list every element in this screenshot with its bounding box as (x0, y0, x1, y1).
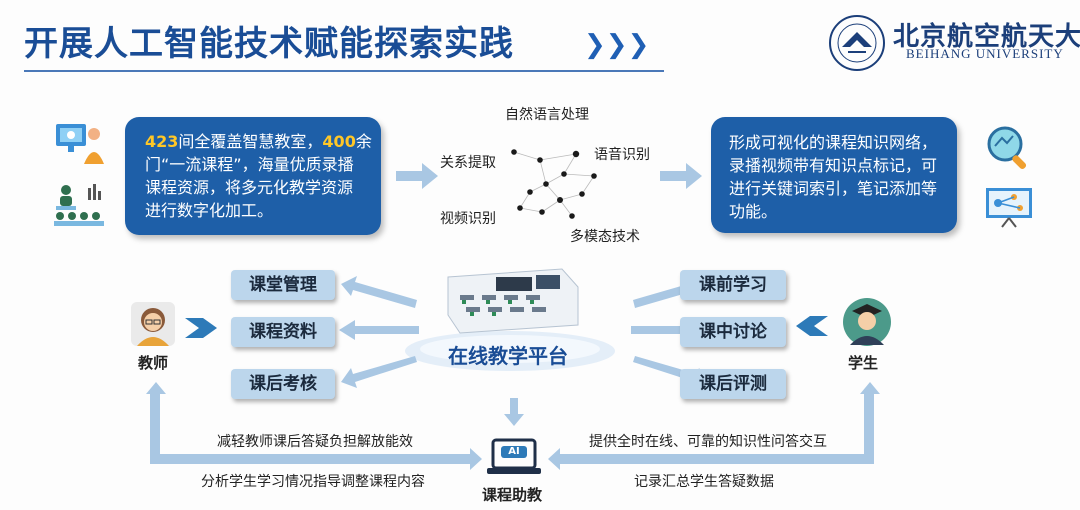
feedback-loop-arrows (146, 382, 880, 470)
classroom-count: 423 (145, 132, 179, 151)
chevron-left-icon (796, 316, 828, 336)
magnifier-icon (987, 126, 1027, 170)
assistant-label: 课程助教 (482, 486, 543, 504)
resources-text-1: 间全覆盖智慧教室， (178, 132, 323, 151)
classroom-students-icon (54, 184, 104, 226)
resources-line-4: 进行数字化加工。 (145, 201, 274, 220)
knowledge-line-4: 功能。 (729, 202, 778, 221)
student-label: 学生 (848, 354, 879, 372)
ai-technology-network (511, 149, 597, 219)
teacher-avatar (131, 302, 175, 346)
platform-label: 在线教学平台 (448, 344, 568, 368)
tech-nlp: 自然语言处理 (505, 107, 589, 123)
university-name-en: BEIHANG UNIVERSITY (906, 46, 1064, 61)
title-underline (24, 70, 664, 72)
tool-after-class-evaluation: 课后评测 (680, 369, 786, 399)
tool-after-class-assessment: 课后考核 (231, 369, 335, 399)
tech-relation-extraction: 关系提取 (440, 155, 496, 171)
tech-speech-recognition: 语音识别 (594, 147, 650, 163)
tool-classroom-management: 课堂管理 (231, 270, 335, 300)
ai-badge: AI (508, 446, 520, 457)
university-seal-icon (829, 15, 885, 71)
resources-text-2: 余 (355, 132, 372, 151)
resources-line-2: 门“一流课程”，海量优质录播 (145, 155, 354, 174)
chevron-right-icon (185, 318, 217, 338)
knowledge-network-box: 形成可视化的课程知识网络， 录播视频带有知识点标记，可 进行关键词索引，笔记添加… (711, 117, 957, 233)
page-title: 开展人工智能技术赋能探索实践 (24, 24, 514, 64)
note-reduce-teacher-burden: 减轻教师课后答疑负担解放能效 (217, 434, 413, 450)
knowledge-line-1: 形成可视化的课程知识网络， (729, 133, 938, 152)
student-avatar (843, 298, 891, 346)
note-analyze-learning: 分析学生学习情况指导调整课程内容 (201, 474, 425, 490)
tech-video-recognition: 视频识别 (440, 211, 496, 227)
resources-line-3: 课程资源，将多元化教学资源 (145, 178, 354, 197)
chevron-right-icon: ❯❯❯ (584, 30, 650, 60)
online-lecture-icon (56, 124, 104, 164)
teacher-label: 教师 (138, 354, 169, 372)
university-name-cn: 北京航空航天大学 (893, 22, 1080, 52)
smart-classroom-illustration (405, 268, 615, 371)
resources-line-1: 423间全覆盖智慧教室，400余 (145, 130, 372, 153)
course-count: 400 (322, 132, 356, 151)
tool-in-class-discussion: 课中讨论 (680, 317, 786, 347)
arrow-right-icon (396, 163, 438, 189)
knowledge-board-icon (986, 188, 1032, 228)
knowledge-line-3: 进行关键词索引，笔记添加等 (729, 179, 938, 198)
tool-course-materials: 课程资料 (231, 317, 335, 347)
platform-to-teacher-arrows (339, 276, 419, 388)
tech-multimodal: 多模态技术 (570, 229, 640, 245)
note-record-qa-data: 记录汇总学生答疑数据 (634, 474, 774, 490)
knowledge-line-2: 录播视频带有知识点标记，可 (729, 156, 938, 175)
tool-pre-class-learning: 课前学习 (680, 270, 786, 300)
resources-info-box: 423间全覆盖智慧教室，400余 门“一流课程”，海量优质录播 课程资源，将多元… (125, 117, 381, 235)
ai-assistant-laptop-icon (487, 438, 541, 474)
arrow-right-icon (660, 163, 702, 189)
note-always-online-qa: 提供全时在线、可靠的知识性问答交互 (589, 434, 827, 450)
